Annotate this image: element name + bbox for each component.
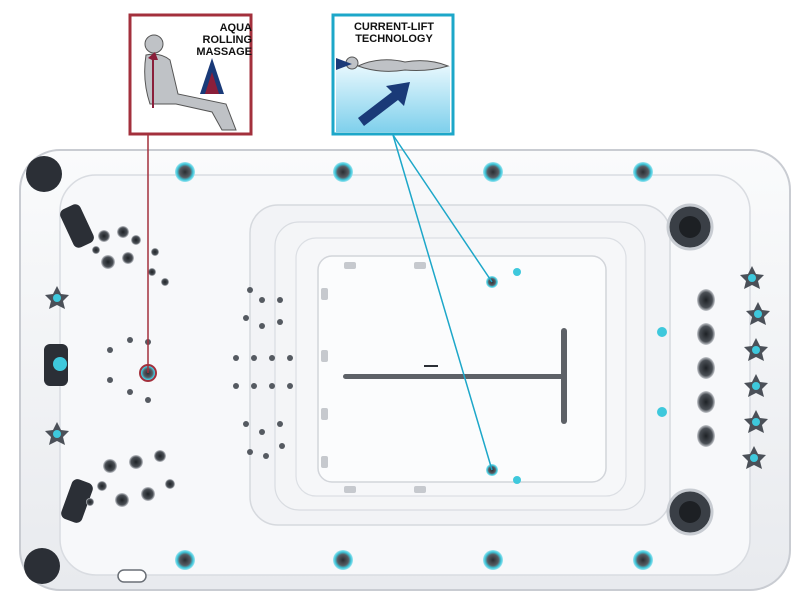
jet-column-right (657, 289, 715, 447)
label-line: TECHNOLOGY (355, 33, 433, 45)
grab-bar (343, 328, 567, 424)
aqua-rolling-massage-label: AQUA ROLLING MASSAGE (172, 22, 252, 58)
label-line: ROLLING (202, 34, 253, 46)
callout-aqua-rolling-massage (128, 13, 253, 136)
label-line: AQUA (219, 22, 252, 34)
swim-jets (666, 203, 714, 536)
lounge-jets (107, 287, 293, 459)
corner-caps (24, 156, 62, 584)
current-lift-technology-label: CURRENT-LIFT TECHNOLOGY (336, 21, 452, 45)
leader-lines (147, 134, 493, 471)
filter-plate (117, 569, 147, 583)
seat-jets-bottom-left (86, 450, 175, 507)
headrest-pillows (44, 204, 94, 523)
arrow-up-right-icon (358, 82, 410, 126)
seat-jets-top-left (92, 226, 169, 286)
star-jets-left (45, 286, 69, 445)
swimmer-icon (345, 56, 450, 72)
label-line: MASSAGE (196, 46, 252, 58)
label-line: CURRENT-LIFT (353, 21, 435, 33)
rim-jets (175, 162, 653, 570)
rolling-arrow-icon (148, 52, 158, 108)
callout-current-lift (331, 13, 455, 136)
star-jets-right (740, 266, 770, 469)
